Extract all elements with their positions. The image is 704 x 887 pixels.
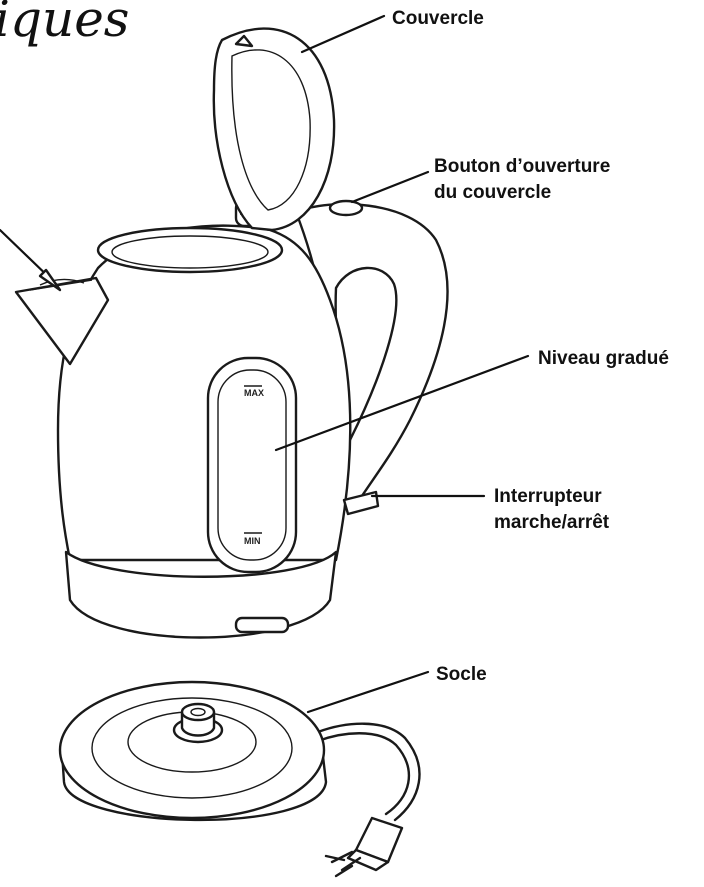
leader-lid-button — [352, 172, 428, 202]
label-switch-line2: marche/arrêt — [494, 512, 610, 533]
water-gauge-window: MAX MIN — [208, 358, 296, 572]
label-switch-line1: Interrupteur — [494, 486, 602, 507]
label-lid: Couvercle — [392, 8, 484, 29]
lid-release-button — [330, 201, 362, 215]
front-indicator — [236, 618, 288, 632]
label-base: Socle — [436, 664, 487, 685]
label-lid-button-line2: du couvercle — [434, 182, 551, 203]
leader-base — [308, 672, 428, 712]
label-lid-button-line1: Bouton d’ouverture — [434, 156, 610, 177]
label-water-gauge: Niveau gradué — [538, 348, 669, 369]
base-illustration — [60, 682, 419, 876]
kettle-illustration: MAX MIN — [16, 29, 448, 638]
leader-lid — [302, 16, 384, 52]
power-plug — [326, 818, 402, 876]
gauge-min-mark: MIN — [244, 536, 261, 546]
gauge-max-mark: MAX — [244, 388, 264, 398]
open-lid — [214, 29, 334, 230]
section-title: iques — [0, 0, 129, 48]
